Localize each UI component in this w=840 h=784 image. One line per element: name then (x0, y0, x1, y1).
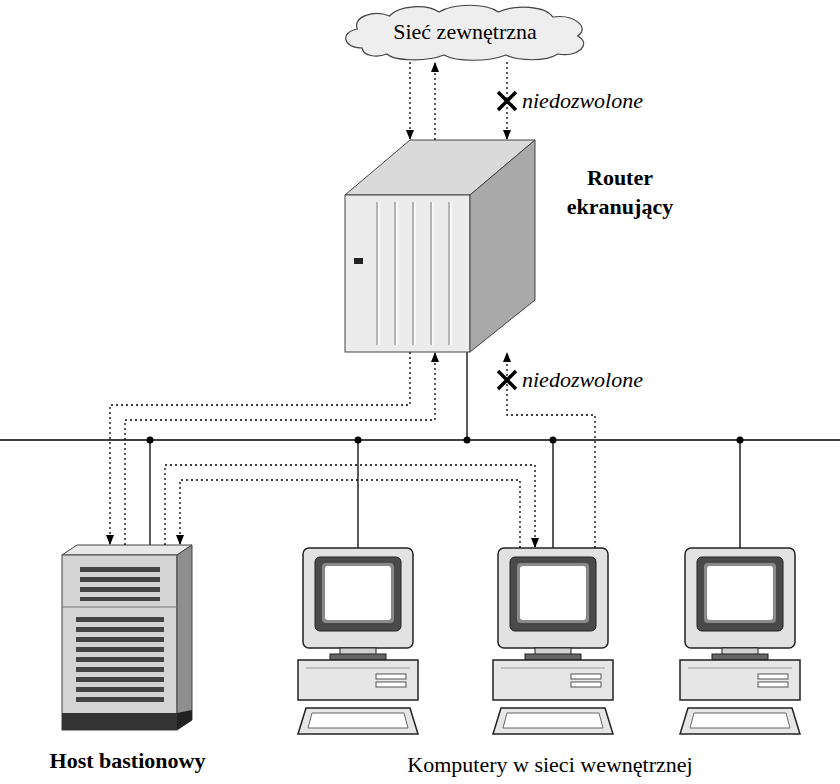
edge-label: niedozwolone (520, 367, 645, 393)
server-symbol (62, 545, 192, 730)
router-node: Router ekranujący (345, 140, 700, 352)
block-mark (498, 92, 516, 110)
cloud-node: Sieć zewnętrzna (335, 2, 595, 62)
bus-drop (552, 440, 553, 548)
dotted-connector (434, 62, 435, 140)
dotted-connector (180, 480, 520, 548)
node-label: Komputery w sieci wewnętrznej (290, 751, 810, 780)
edge-label: niedozwolone (520, 88, 645, 114)
block-mark (498, 371, 516, 389)
network-bus (0, 439, 840, 441)
dotted-connector (165, 465, 535, 548)
router-symbol (345, 140, 535, 352)
node-label: Host bastionowy (40, 747, 215, 776)
node-label: Router ekranujący (545, 164, 695, 221)
bus-drop (149, 440, 150, 545)
bus-drop (466, 352, 467, 440)
bus-junctions (147, 437, 744, 444)
computers-node: Komputery w sieci wewnętrznej (290, 548, 810, 780)
dotted-connector (110, 352, 410, 545)
node-label: Sieć zewnętrzna (335, 18, 595, 47)
dotted-connector (409, 62, 410, 140)
dotted-connector (125, 352, 435, 545)
bus-drop (357, 440, 358, 548)
host-node: Host bastionowy (40, 545, 215, 780)
bus-drop (739, 440, 740, 548)
